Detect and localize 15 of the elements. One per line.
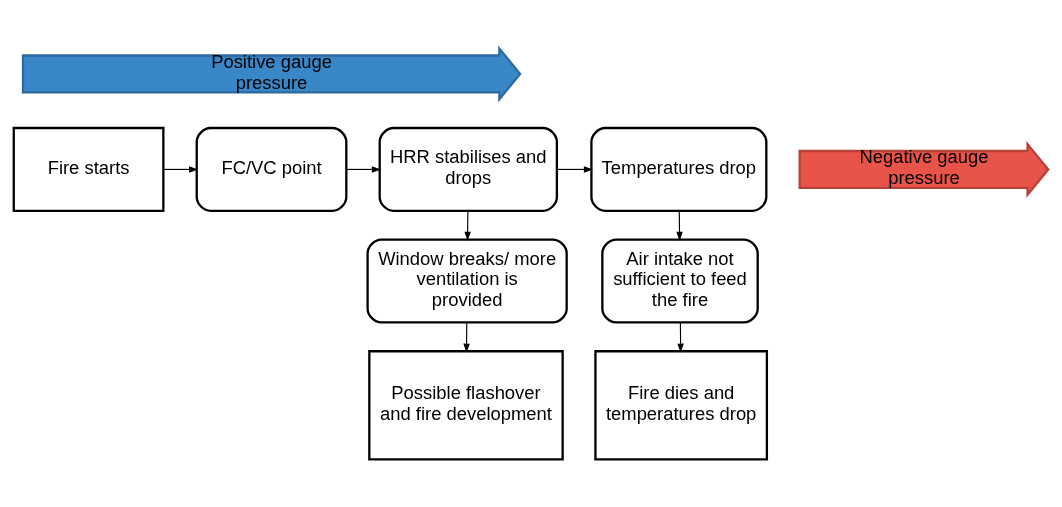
node-box: HRR stabilises and drops <box>378 126 559 212</box>
arrow <box>556 165 594 173</box>
node-box: Temperatures drop <box>590 126 768 212</box>
node-box: Possible flashover and fire development <box>368 349 564 461</box>
arrow <box>677 321 684 353</box>
arrow <box>676 209 683 241</box>
arrow <box>345 165 382 173</box>
arrow <box>463 321 470 353</box>
node-box: Window breaks/ more ventilation is provided <box>366 237 568 324</box>
node-box: Air intake not sufficient to feed the fire <box>601 237 759 324</box>
arrow <box>464 209 471 241</box>
node-box: Fire dies and temperatures drop <box>594 349 769 461</box>
node-box: FC/VC point <box>195 126 348 212</box>
node-box: Fire starts <box>12 126 165 212</box>
arrow <box>163 165 199 173</box>
